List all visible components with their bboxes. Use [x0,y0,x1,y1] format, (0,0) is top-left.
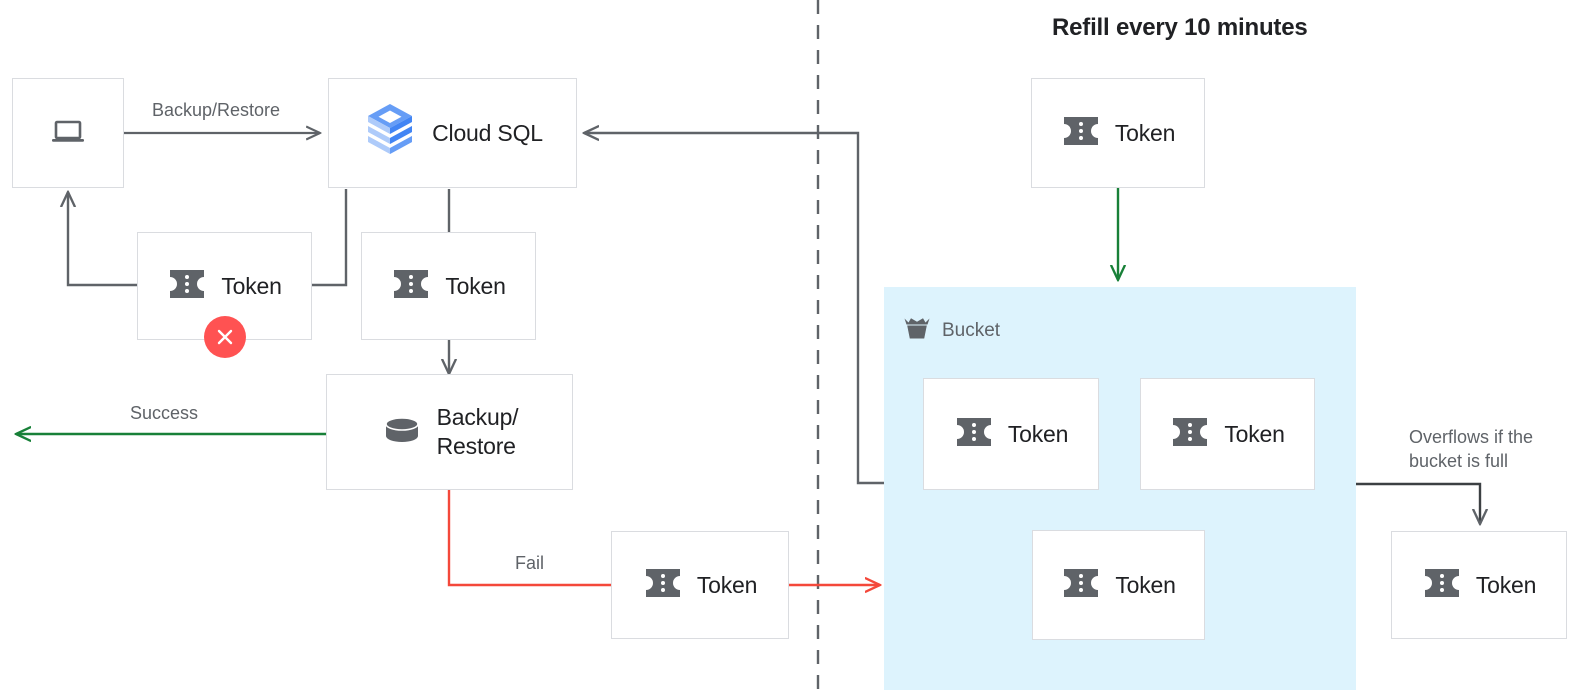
node-token-accepted-label: Token [445,272,506,299]
token-icon [643,566,683,605]
edge-token-rejected-to-client [68,192,137,287]
edge-label-overflow: Overflows if the bucket is full [1409,427,1534,472]
node-token-rejected-label: Token [221,272,282,299]
node-client[interactable] [12,78,124,188]
token-icon [167,267,207,306]
node-backup-restore[interactable]: Backup/ Restore [326,374,573,490]
node-token-overflow-label: Token [1475,571,1537,598]
page-title: Refill every 10 minutes [1052,14,1308,41]
node-token-fail[interactable]: Token [611,531,789,639]
node-token-bucket-2[interactable]: Token [1140,378,1315,490]
node-token-bucket-1-label: Token [1007,420,1069,447]
database-icon [381,411,423,454]
token-icon [1170,415,1210,454]
node-token-accepted[interactable]: Token [361,232,536,340]
node-token-refill[interactable]: Token [1031,78,1205,188]
fail-x-badge [204,316,246,358]
bucket-caption-label: Bucket [942,320,1001,341]
bucket-icon [902,314,932,348]
edge-cloudsql-to-token-rejected [312,189,348,287]
laptop-icon [49,112,87,155]
node-token-bucket-3[interactable]: Token [1032,530,1205,640]
edge-label-success: Success [130,403,199,423]
token-icon [1422,566,1462,605]
node-token-fail-label: Token [696,571,758,598]
token-icon [954,415,994,454]
edge-bucket-to-cloudsql [584,133,884,485]
cloud-sql-icon [362,101,418,166]
token-icon [391,267,431,306]
node-token-overflow[interactable]: Token [1391,531,1567,639]
node-token-bucket-3-label: Token [1115,571,1176,598]
node-backup-restore-label: Backup/ Restore [436,404,519,459]
edge-label-fail: Fail [515,553,545,573]
node-cloud-sql[interactable]: Cloud SQL [328,78,577,188]
edge-bucket-overflow [1356,482,1480,524]
node-token-bucket-2-label: Token [1224,420,1285,447]
token-icon [1061,114,1101,153]
edge-label-backup-restore: Backup/Restore [152,100,281,120]
close-icon [217,329,233,345]
bucket-caption: Bucket [902,314,1000,348]
node-token-refill-label: Token [1114,119,1176,146]
node-cloud-sql-label: Cloud SQL [432,119,543,146]
token-icon [1061,566,1101,605]
node-token-bucket-1[interactable]: Token [923,378,1099,490]
